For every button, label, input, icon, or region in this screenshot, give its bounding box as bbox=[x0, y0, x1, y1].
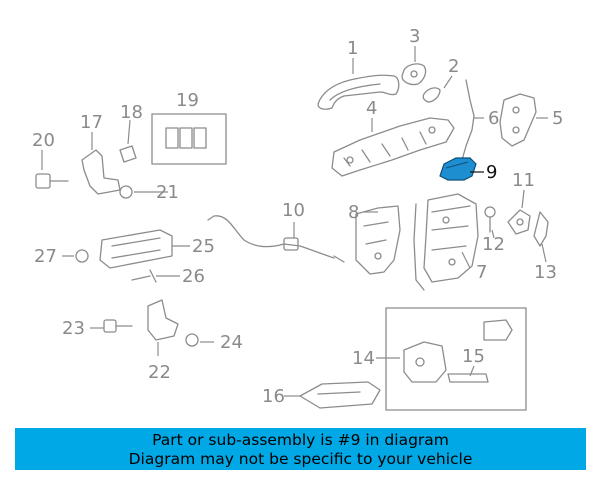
part-6-rod bbox=[461, 79, 475, 161]
part-12-screw bbox=[484, 206, 496, 233]
part-17-hinge bbox=[81, 149, 121, 195]
callout-13: 13 bbox=[534, 262, 557, 283]
callout-8: 8 bbox=[348, 202, 359, 223]
part-13-clip bbox=[533, 211, 549, 247]
callout-25: 25 bbox=[192, 236, 215, 257]
part-5-bracket bbox=[499, 93, 537, 147]
callout-11: 11 bbox=[512, 170, 535, 191]
callout-1: 1 bbox=[347, 38, 358, 59]
part-10-cable bbox=[207, 215, 345, 263]
part-20-bolt bbox=[35, 173, 69, 189]
callout-4: 4 bbox=[366, 98, 377, 119]
banner-line-2: Diagram may not be specific to your vehi… bbox=[128, 450, 473, 468]
callout-17: 17 bbox=[80, 112, 103, 133]
part-7-latch bbox=[413, 193, 479, 291]
part-27-nut bbox=[75, 249, 89, 263]
part-16-seal bbox=[299, 381, 381, 409]
callout-12: 12 bbox=[482, 234, 505, 255]
callout-20: 20 bbox=[32, 130, 55, 151]
leader-lines bbox=[41, 46, 548, 397]
part-24-nut bbox=[185, 333, 199, 347]
callout-14: 14 bbox=[352, 348, 375, 369]
callout-21: 21 bbox=[156, 182, 179, 203]
part-22-bracket bbox=[147, 299, 179, 341]
part-23-bolt bbox=[103, 319, 133, 333]
callout-16: 16 bbox=[262, 386, 285, 407]
part-26-bolt bbox=[131, 269, 157, 283]
part-9-highlighted bbox=[439, 157, 477, 181]
part-11-bracket bbox=[507, 209, 531, 235]
callout-15: 15 bbox=[462, 346, 485, 367]
callout-labels: 1 2 3 4 5 6 7 8 9 10 11 12 13 14 15 16 1… bbox=[32, 26, 563, 407]
banner-line-1: Part or sub-assembly is #9 in diagram bbox=[152, 431, 449, 449]
callout-19: 19 bbox=[176, 90, 199, 111]
part-8-actuator bbox=[355, 205, 401, 275]
callout-27: 27 bbox=[34, 246, 57, 267]
callout-5: 5 bbox=[552, 108, 563, 129]
callout-7: 7 bbox=[476, 262, 487, 283]
callout-3: 3 bbox=[409, 26, 420, 47]
callout-9-highlighted: 9 bbox=[486, 162, 497, 183]
callout-22: 22 bbox=[148, 362, 171, 383]
parts-diagram: 1 2 3 4 5 6 7 8 9 10 11 12 13 14 15 16 1… bbox=[32, 26, 563, 411]
callout-24: 24 bbox=[220, 332, 243, 353]
part-1-outside-handle bbox=[317, 74, 400, 110]
part-4-handle-bracket bbox=[331, 117, 455, 177]
part-14-15-kit-box bbox=[385, 307, 527, 411]
callout-10: 10 bbox=[282, 200, 305, 221]
info-banner: Part or sub-assembly is #9 in diagram Di… bbox=[15, 428, 586, 470]
callout-6: 6 bbox=[488, 108, 499, 129]
callout-23: 23 bbox=[62, 318, 85, 339]
callout-26: 26 bbox=[182, 266, 205, 287]
callout-18: 18 bbox=[120, 102, 143, 123]
callout-2: 2 bbox=[448, 56, 459, 77]
part-21-nut bbox=[119, 185, 133, 199]
part-2-cap-insert bbox=[422, 87, 441, 103]
part-3-handle-cap bbox=[401, 63, 427, 86]
part-18-clip bbox=[119, 145, 137, 163]
part-19-shim-kit bbox=[151, 113, 227, 165]
part-25-check bbox=[99, 229, 173, 269]
